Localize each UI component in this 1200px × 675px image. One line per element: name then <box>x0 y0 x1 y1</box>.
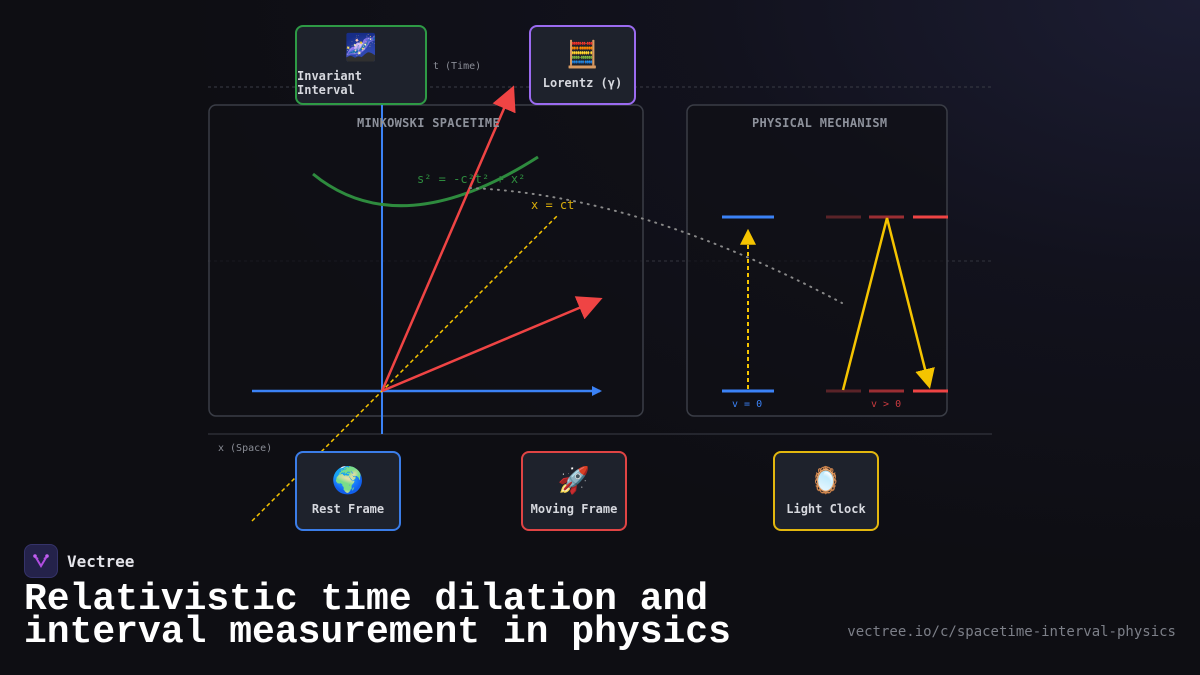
connector-dotted <box>469 187 843 304</box>
mirror-icon: 🪞 <box>809 466 843 496</box>
time-axis-label: t (Time) <box>433 61 482 72</box>
brand-name: Vectree <box>67 551 135 571</box>
lorentz-card[interactable]: 🧮 Lorentz (γ) <box>529 25 636 105</box>
moving-velocity-label: v > 0 <box>871 399 902 410</box>
globe-icon: 🌍 <box>331 466 365 496</box>
source-url: vectree.io/c/spacetime-interval-physics <box>847 624 1176 640</box>
hyperbola-curve <box>312 155 539 208</box>
rest-velocity-label: v = 0 <box>732 399 763 410</box>
spacetime-title: MINKOWSKI SPACETIME <box>357 116 500 130</box>
rest-frame-card[interactable]: 🌍 Rest Frame <box>295 451 401 531</box>
moving-light-path <box>841 217 935 391</box>
light-cone-equation: x = ct <box>531 198 575 212</box>
card-label: Lorentz (γ) <box>542 76 623 90</box>
page-title: Relativistic time dilation and interval … <box>24 578 731 654</box>
card-label: Moving Frame <box>530 502 618 516</box>
invariant-interval-card[interactable]: 🌌 Invariant Interval <box>295 25 427 105</box>
space-axis-label: x (Space) <box>218 443 273 454</box>
mechanism-panel <box>686 104 948 417</box>
card-label: Light Clock <box>786 502 866 516</box>
mechanism-title: PHYSICAL MECHANISM <box>752 116 888 130</box>
moving-space-axis <box>381 296 603 393</box>
abacus-icon: 🧮 <box>566 40 599 70</box>
galaxy-icon: 🌌 <box>344 33 378 63</box>
vectree-logo-icon <box>24 544 58 578</box>
card-label: Invariant Interval <box>297 69 363 97</box>
moving-frame-card[interactable]: 🚀 Moving Frame <box>521 451 627 531</box>
brand: Vectree <box>24 544 134 578</box>
interval-equation: s² = -c²t² + x² <box>417 172 526 186</box>
spacetime-panel <box>208 104 644 417</box>
moving-time-axis <box>380 85 516 392</box>
card-label: Rest Frame <box>311 502 385 516</box>
rocket-icon: 🚀 <box>557 466 591 496</box>
light-clock-card[interactable]: 🪞 Light Clock <box>773 451 879 531</box>
